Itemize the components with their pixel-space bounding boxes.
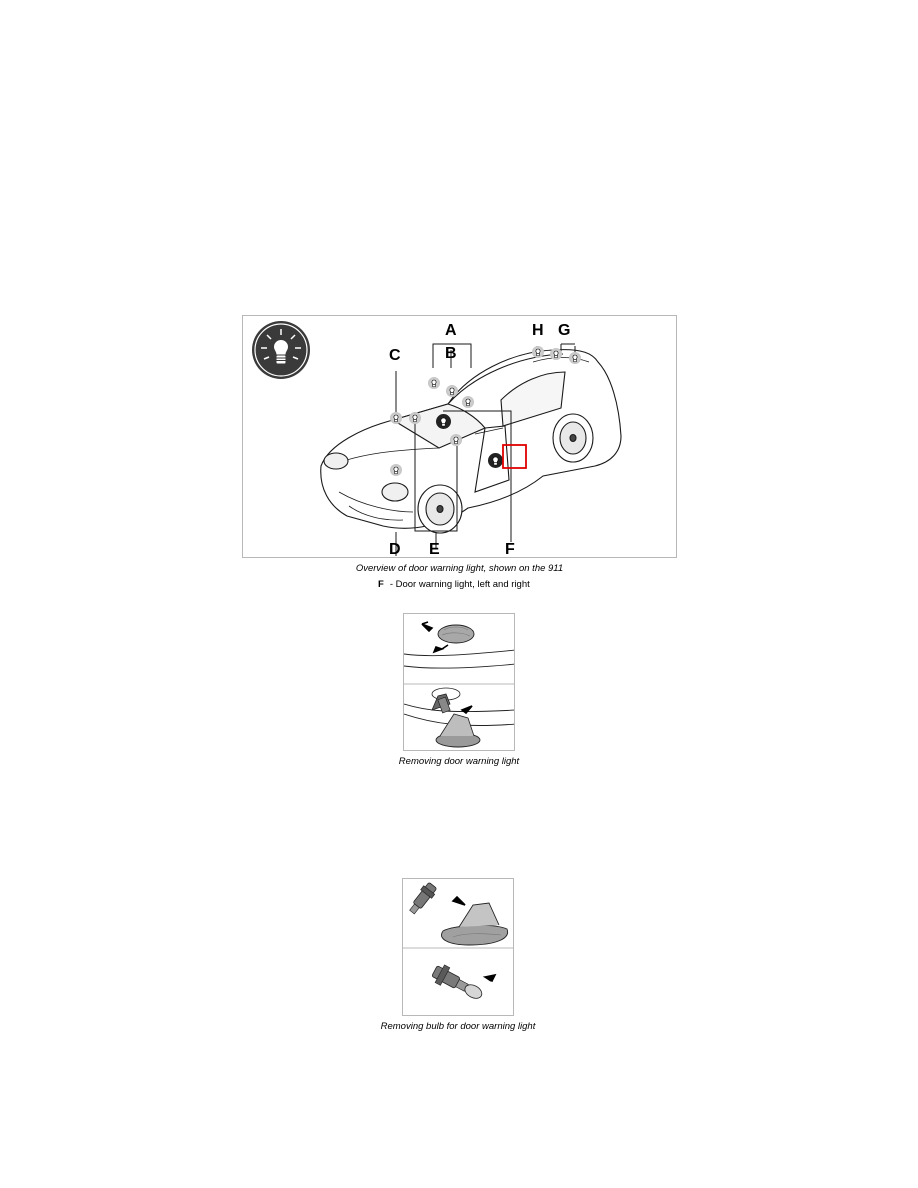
arrow-icon	[482, 973, 497, 983]
arrow-icon	[421, 621, 434, 633]
door-light-removal-illustration	[404, 621, 514, 748]
label-a: A	[445, 322, 457, 339]
legend-key: F	[378, 579, 384, 590]
bulb-removal-figure	[402, 878, 514, 1016]
removal-figure	[403, 613, 515, 751]
label-g: G	[558, 322, 570, 339]
bulb-icon	[252, 321, 310, 379]
label-d: D	[389, 541, 401, 558]
arrow-icon	[460, 705, 473, 715]
label-h: H	[532, 322, 544, 339]
label-c: C	[389, 347, 401, 364]
arrow-icon	[451, 895, 466, 906]
figure3-caption: Removing bulb for door warning light	[380, 1021, 536, 1032]
car-body	[320, 349, 622, 534]
legend-text: - Door warning light, left and right	[389, 579, 530, 590]
arrow-icon	[432, 644, 449, 654]
bulb-removal-illustration	[403, 882, 513, 999]
car-overview-illustration: A B C H G D E F	[252, 321, 622, 558]
label-f: F	[505, 541, 515, 558]
figure1-caption: Overview of door warning light, shown on…	[355, 563, 564, 574]
figure2-caption: Removing door warning light	[398, 756, 520, 767]
label-b: B	[445, 345, 457, 362]
figure1-legend: F - Door warning light, left and right	[378, 579, 530, 590]
label-e: E	[429, 541, 440, 558]
overview-figure: A B C H G D E F	[242, 315, 677, 558]
door-warning-light-highlight	[502, 444, 527, 469]
